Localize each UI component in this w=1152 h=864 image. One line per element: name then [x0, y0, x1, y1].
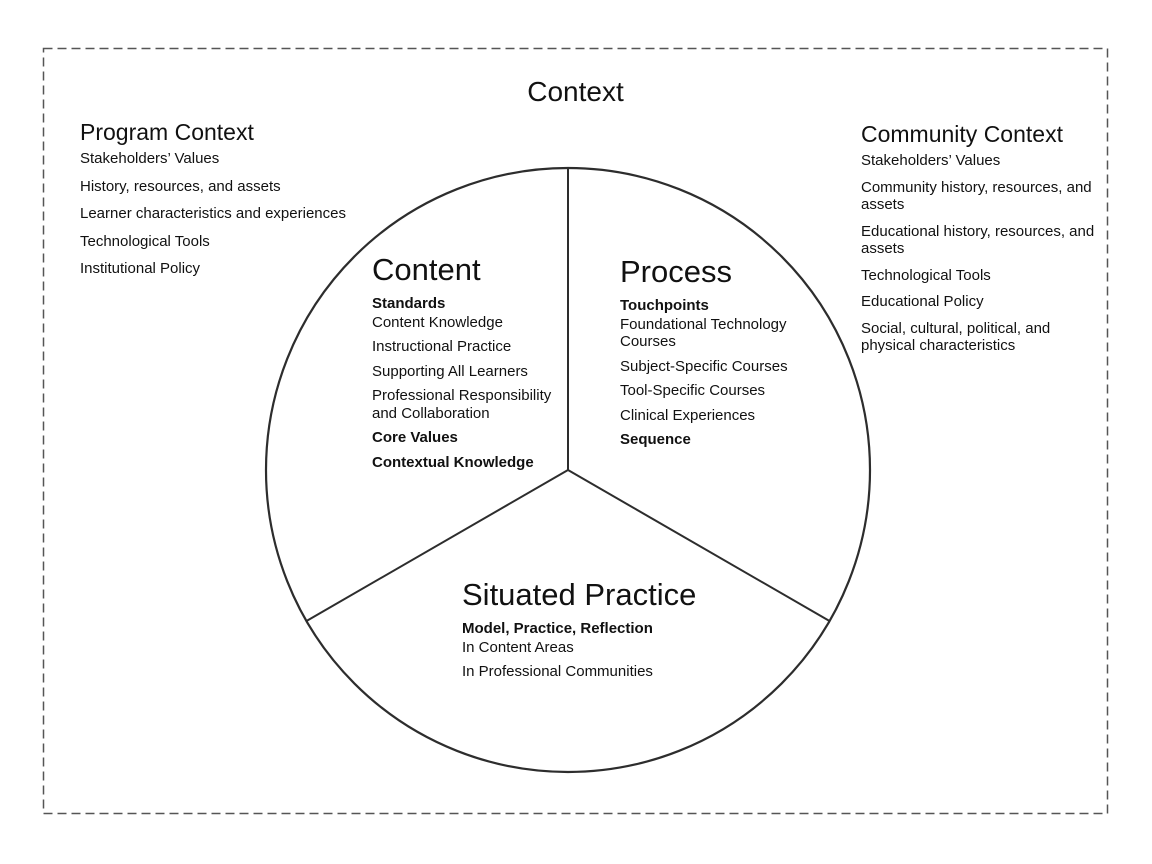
- community-context-item: Educational history, resources, and asse…: [861, 222, 1095, 258]
- process-sector-item: Tool-Specific Courses: [620, 382, 766, 399]
- content-sector-item: Content Knowledge: [372, 313, 503, 331]
- process-sector-item: Sequence: [620, 431, 691, 448]
- process-sector-item: Subject-Specific Courses: [620, 357, 788, 375]
- content-sector: Content Standards Content Knowledge Inst…: [372, 252, 577, 471]
- program-context-item: Learner characteristics and experiences: [80, 205, 346, 222]
- program-context-block: Program Context Stakeholders’ Values His…: [80, 118, 400, 288]
- community-context-item: Stakeholders’ Values: [861, 152, 1001, 169]
- community-context-heading: Community Context: [861, 121, 1063, 147]
- program-context-item: Stakeholders’ Values: [80, 150, 220, 167]
- process-sector: Process Touchpoints Foundational Technol…: [620, 254, 810, 449]
- content-sector-item: Instructional Practice: [372, 338, 512, 355]
- community-context-item: Social, cultural, political, and physica…: [861, 319, 1051, 355]
- content-sector-item: Core Values: [372, 429, 458, 446]
- content-sector-item: Standards: [372, 295, 446, 312]
- process-sector-heading: Process: [620, 254, 732, 289]
- program-context-item: Technological Tools: [80, 232, 210, 250]
- process-sector-item: Clinical Experiences: [620, 406, 756, 424]
- situated-practice-heading: Situated Practice: [462, 577, 697, 612]
- community-context-item: Community history, resources, and assets: [861, 178, 1092, 214]
- community-context-block: Community Context Stakeholders’ Values C…: [861, 120, 1104, 364]
- community-context-item: Technological Tools: [861, 266, 991, 284]
- content-sector-item: Contextual Knowledge: [372, 453, 534, 471]
- situated-practice-item: In Professional Communities: [462, 663, 653, 680]
- content-sector-item: Supporting All Learners: [372, 362, 528, 380]
- divider-lower-right: [567, 469, 831, 622]
- content-sector-heading: Content: [372, 252, 481, 287]
- diagram-title: Context: [527, 76, 624, 107]
- process-sector-item: Foundational Technology Courses: [620, 315, 787, 351]
- situated-practice-item: In Content Areas: [462, 638, 574, 656]
- situated-practice-item: Model, Practice, Reflection: [462, 620, 653, 637]
- situated-practice-sector: Situated Practice Model, Practice, Refle…: [462, 577, 724, 681]
- content-sector-item: Professional Responsibility and Collabor…: [372, 387, 552, 422]
- community-context-item: Educational Policy: [861, 293, 984, 310]
- program-context-heading: Program Context: [80, 119, 254, 145]
- process-sector-item: Touchpoints: [620, 297, 709, 314]
- divider-lower-left: [305, 469, 569, 622]
- program-context-item: History, resources, and assets: [80, 177, 281, 195]
- program-context-item: Institutional Policy: [80, 260, 201, 277]
- context-dashed-frame: [42, 47, 1109, 815]
